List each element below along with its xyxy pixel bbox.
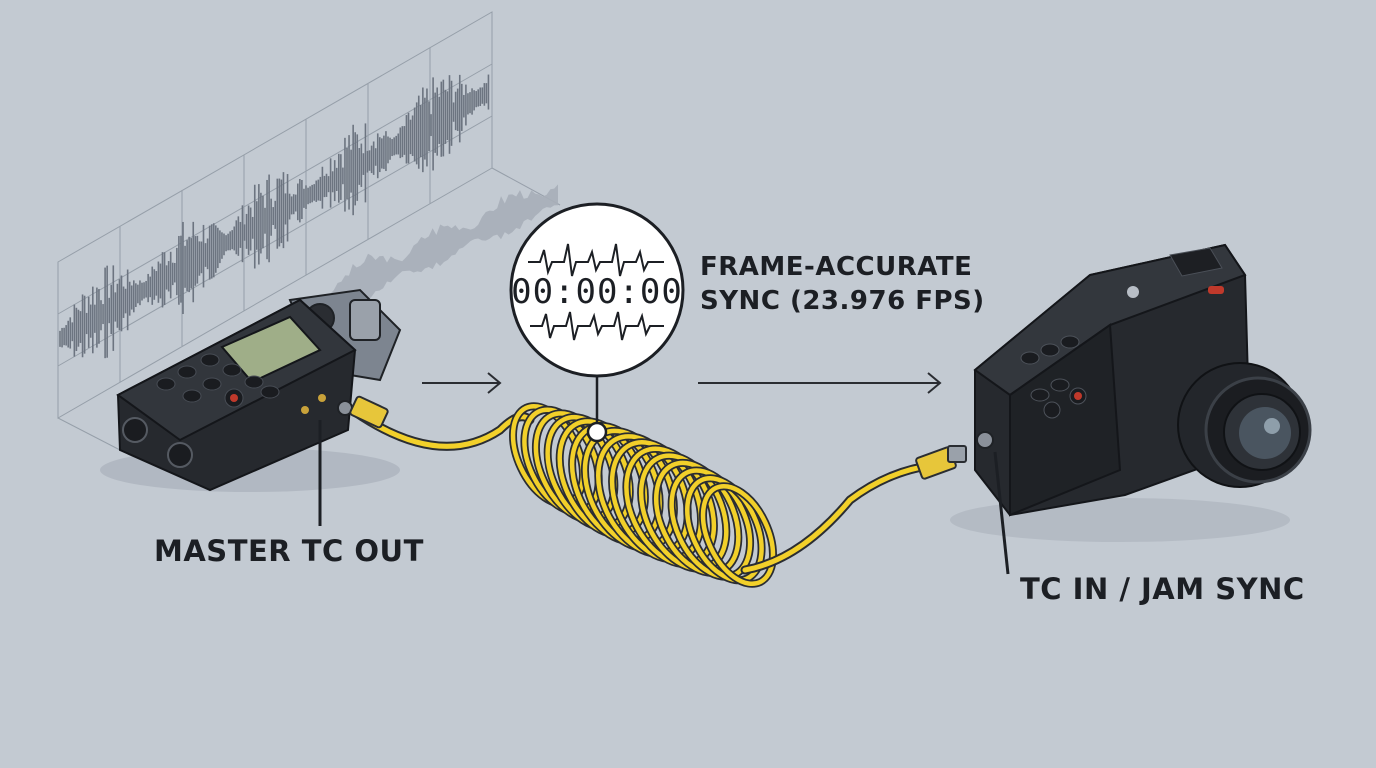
- timecode-magnifier-icon: 00:00:00: [509, 202, 685, 378]
- arrow-recorder-to-cable: [422, 372, 502, 394]
- pointer-tc-in: [993, 451, 1010, 575]
- sync-label-line-1: FRAME-ACCURATE: [700, 252, 973, 282]
- arrow-cable-to-camera: [698, 372, 942, 394]
- frame-accurate-sync-label: FRAME-ACCURATE SYNC (23.976 FPS): [700, 250, 985, 318]
- floor-waveform-icon: [330, 184, 558, 306]
- timecode-display: 00:00:00: [511, 272, 683, 312]
- pulse-waveform-bottom-icon: [530, 311, 664, 341]
- master-tc-out-label: MASTER TC OUT: [154, 534, 424, 568]
- coiled-bnc-cable-icon: [349, 395, 967, 588]
- pulse-waveform-top-icon: [528, 243, 664, 277]
- audio-recorder-icon: [100, 288, 402, 492]
- cinema-camera-icon: [950, 243, 1312, 542]
- waveform-icon: [59, 74, 490, 359]
- pointer-magnifier-dot: [586, 421, 608, 443]
- sync-label-line-2: SYNC (23.976 FPS): [700, 286, 985, 316]
- tc-in-jam-sync-label: TC IN / JAM SYNC: [1020, 572, 1305, 606]
